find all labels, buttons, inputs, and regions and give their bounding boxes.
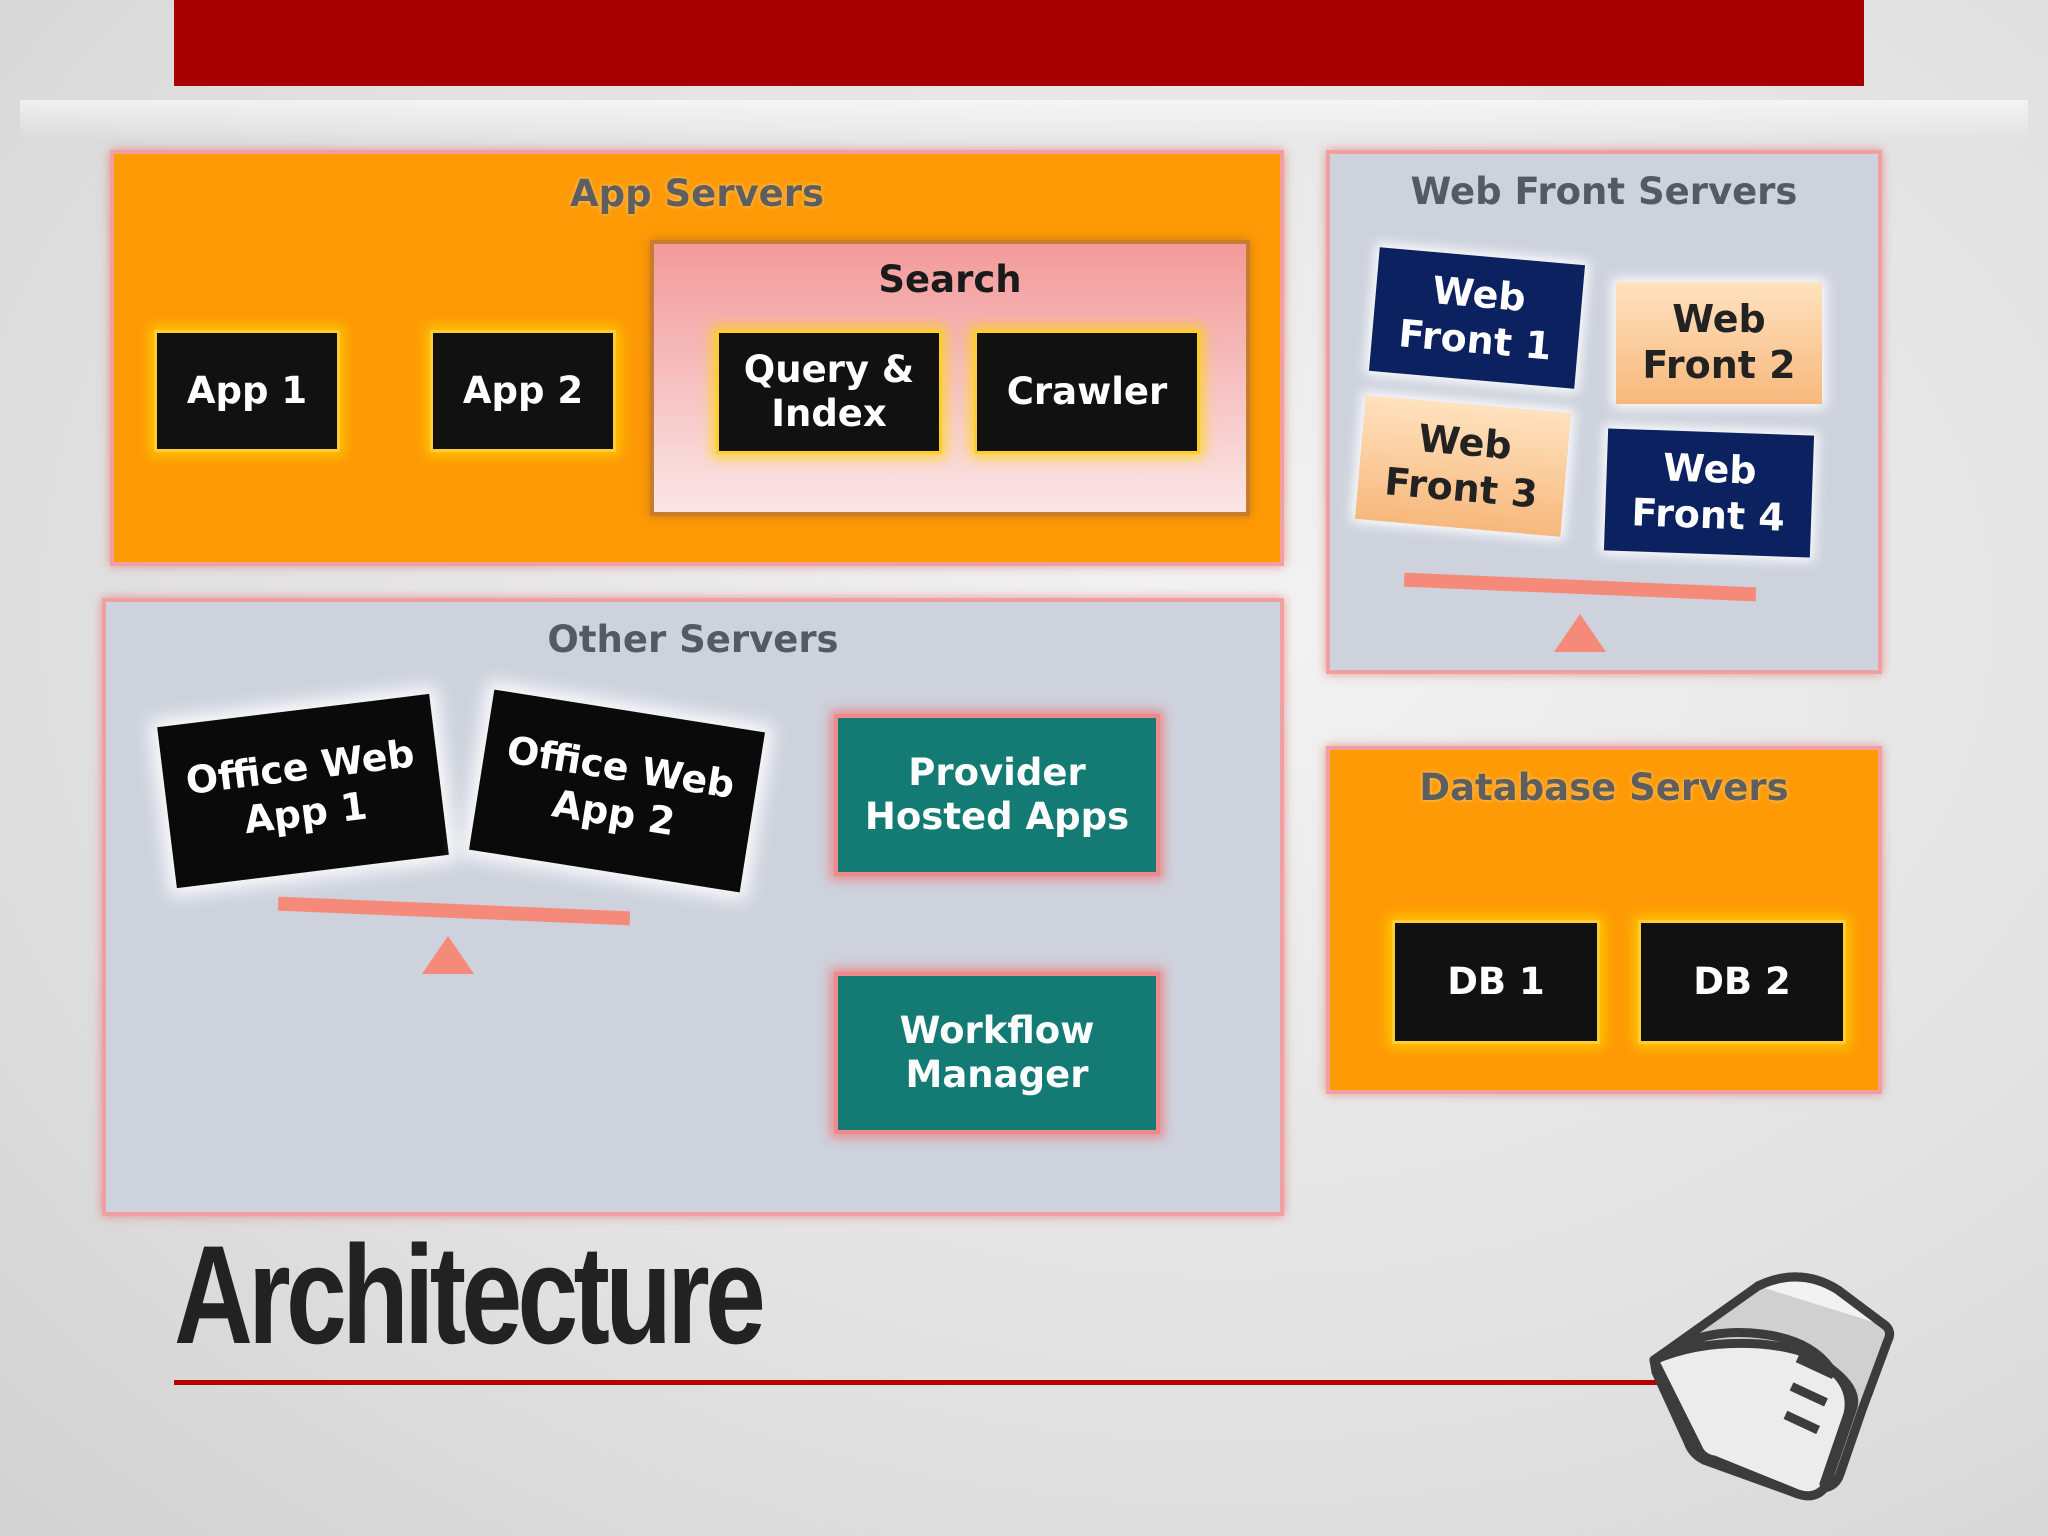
web-front-servers-panel: Web Front Servers Web Front 1 Web Front … xyxy=(1326,150,1882,674)
other-servers-panel: Other Servers Office Web App 1 Office We… xyxy=(102,598,1284,1216)
provider-hosted-apps-box: Provider Hosted Apps xyxy=(834,714,1160,876)
other-servers-title: Other Servers xyxy=(547,618,839,661)
app-1-box: App 1 xyxy=(154,330,340,452)
office-web-apps-balance-icon xyxy=(422,936,474,974)
search-title: Search xyxy=(878,258,1022,301)
database-servers-title: Database Servers xyxy=(1419,766,1789,809)
office-web-app-2-box: Office Web App 2 xyxy=(469,689,765,893)
web-front-3-box: Web Front 3 xyxy=(1354,395,1572,537)
search-panel: Search Query & Index Crawler xyxy=(650,240,1250,516)
web-front-2-box: Web Front 2 xyxy=(1616,282,1822,404)
office-web-apps-balance-bar xyxy=(277,896,631,926)
app-servers-title: App Servers xyxy=(570,172,824,215)
office-web-app-1-box: Office Web App 1 xyxy=(157,693,449,889)
web-front-1-box: Web Front 1 xyxy=(1368,247,1586,389)
top-bar-reflection xyxy=(20,100,2028,140)
web-front-balance-icon xyxy=(1554,614,1606,652)
top-accent-bar xyxy=(174,0,1864,86)
app-2-box: App 2 xyxy=(430,330,616,452)
server-icon xyxy=(1649,1272,1895,1501)
database-servers-panel: Database Servers DB 1 DB 2 xyxy=(1326,746,1882,1094)
web-front-servers-title: Web Front Servers xyxy=(1410,170,1798,213)
page-title: Architecture xyxy=(174,1216,766,1373)
query-index-box: Query & Index xyxy=(716,330,942,454)
title-underline xyxy=(174,1380,1674,1385)
web-front-balance-bar xyxy=(1403,572,1757,602)
db-2-box: DB 2 xyxy=(1638,920,1846,1044)
workflow-manager-box: Workflow Manager xyxy=(834,972,1160,1134)
crawler-box: Crawler xyxy=(974,330,1200,454)
web-front-4-box: Web Front 4 xyxy=(1603,428,1815,558)
db-1-box: DB 1 xyxy=(1392,920,1600,1044)
